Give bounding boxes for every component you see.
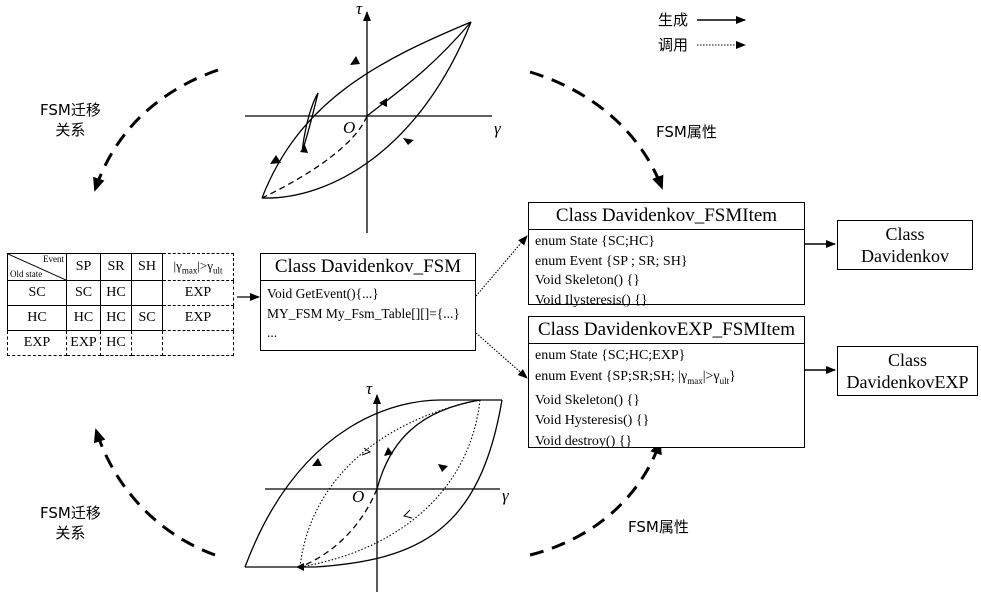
- table-corner-state: Old state: [10, 269, 43, 279]
- table-cell: SC: [7, 280, 67, 306]
- transition-label-top: FSM迁移 关系: [40, 100, 101, 140]
- attribute-label-bottom: FSM属性: [628, 518, 689, 536]
- legend-arrows: [697, 16, 746, 49]
- table-corner-event: Event: [43, 254, 64, 264]
- table-row: HC HC HC SC EXP: [7, 305, 234, 331]
- fsm-class-line: Void GetEvent(){...}: [267, 286, 379, 301]
- connector-arrows: [237, 235, 836, 379]
- gamma-axis-label-bottom: γ: [502, 486, 509, 505]
- table-cell: EXP: [66, 330, 101, 356]
- fsm-item-class-line: enum Event {SP ; SR; SH}: [535, 253, 688, 269]
- legend-generate-label: 生成: [658, 11, 689, 29]
- table-row: SC SC HC EXP: [7, 280, 234, 306]
- transition-label-top-line1: FSM迁移: [40, 101, 101, 119]
- tau-axis-label-top: τ: [356, 0, 363, 18]
- davidenkov-exp-class-box: Class DavidenkovEXP: [837, 346, 978, 396]
- exp-event-max-sub: max: [687, 375, 703, 386]
- exp-item-class-line: enum State {SC;HC;EXP}: [535, 348, 686, 363]
- davidenkov-class-line1: Class: [885, 224, 925, 244]
- fsm-item-class-line: enum State {SC;HC}: [535, 234, 655, 249]
- exp-item-class-line: Void Skeleton() {}: [535, 392, 640, 408]
- transition-label-bottom-line1: FSM迁移: [40, 504, 101, 522]
- table-cell: EXP: [7, 330, 67, 356]
- table-cell: [131, 330, 163, 356]
- fsm-class-box: Class Davidenkov_FSM Void GetEvent(){...…: [260, 253, 476, 351]
- gamma-axis-label-top: γ: [494, 119, 501, 138]
- davidenkov-class-line2: Davidenkov: [861, 246, 949, 266]
- header-gamma-ult: |>γ: [197, 258, 214, 274]
- exp-event-part3: }: [729, 368, 736, 384]
- tau-axis-label-bottom: τ: [366, 379, 373, 398]
- fsm-class-line: ...: [267, 325, 278, 340]
- table-header-cell-exceed: |γmax|>γult: [162, 253, 234, 281]
- header-max-sub: max: [181, 265, 198, 276]
- table-header-cell: SH: [131, 253, 163, 281]
- table-cell: EXP: [162, 305, 234, 331]
- hysteresis-plot-bottom: [244, 394, 503, 592]
- fsm-item-class-line: Void Skeleton() {}: [535, 273, 640, 288]
- fsm-item-class-body: enum State {SC;HC} enum Event {SP ; SR; …: [529, 230, 804, 312]
- davidenkov-exp-class-line2: DavidenkovEXP: [846, 372, 969, 392]
- fsm-class-body: Void GetEvent(){...} MY_FSM My_Fsm_Table…: [261, 281, 475, 346]
- table-header-cell: SR: [100, 253, 132, 281]
- table-cell: HC: [7, 305, 67, 331]
- attribute-label-top: FSM属性: [656, 123, 717, 141]
- exp-item-class-box: Class DavidenkovEXP_FSMItem enum State {…: [528, 316, 805, 449]
- table-corner-cell: Event Old state: [7, 253, 67, 281]
- transition-label-bottom-line2: 关系: [55, 524, 86, 542]
- davidenkov-class-box: Class Davidenkov: [837, 220, 973, 270]
- exp-event-part2: |>γ: [702, 368, 720, 384]
- table-cell: SC: [131, 305, 163, 331]
- fsm-item-class-line: Void Ilysteresis() {}: [535, 292, 648, 308]
- header-gamma-max: |γ: [173, 258, 182, 274]
- table-corner-diagonal: [8, 254, 66, 280]
- table-row: EXP EXP HC: [7, 330, 234, 356]
- table-cell: HC: [100, 305, 132, 331]
- legend-call-label: 调用: [658, 36, 689, 54]
- table-cell: SC: [66, 280, 101, 306]
- transition-table: Event Old state SP SR SH |γmax|>γult SC …: [7, 253, 234, 356]
- table-cell: HC: [100, 330, 132, 356]
- origin-label-top: O: [343, 118, 356, 137]
- table-cell: HC: [100, 280, 132, 306]
- hysteresis-plot-top: [245, 11, 492, 233]
- fsm-class-title: Class Davidenkov_FSM: [261, 254, 475, 281]
- origin-label-bottom: O: [352, 487, 365, 506]
- header-ult-sub: ult: [213, 265, 223, 276]
- exp-item-class-title: Class DavidenkovEXP_FSMItem: [529, 317, 804, 344]
- table-cell: [162, 330, 234, 356]
- transition-label-bottom: FSM迁移 关系: [40, 503, 101, 543]
- transition-label-top-line2: 关系: [55, 121, 86, 139]
- table-header-row: Event Old state SP SR SH |γmax|>γult: [7, 253, 234, 281]
- table-cell: HC: [66, 305, 101, 331]
- table-header-cell: SP: [66, 253, 101, 281]
- fsm-class-line: MY_FSM My_Fsm_Table[][]={...}: [267, 305, 460, 321]
- exp-item-class-line-event: enum Event {SP;SR;SH; |γmax|>γult}: [535, 367, 798, 391]
- exp-item-class-line: Void destroy() {}: [535, 433, 633, 449]
- exp-event-ult-sub: ult: [719, 375, 730, 386]
- fsm-item-class-box: Class Davidenkov_FSMItem enum State {SC;…: [528, 202, 805, 308]
- exp-item-class-body: enum State {SC;HC;EXP} enum Event {SP;SR…: [529, 344, 804, 454]
- exp-event-part1: enum Event {SP;SR;SH; |γ: [535, 368, 688, 384]
- fsm-item-class-title: Class Davidenkov_FSMItem: [529, 203, 804, 230]
- davidenkov-exp-class-line1: Class: [887, 350, 927, 370]
- exp-item-class-line: Void Hysteresis() {}: [535, 413, 650, 429]
- table-cell: [131, 280, 163, 306]
- table-cell: EXP: [162, 280, 234, 306]
